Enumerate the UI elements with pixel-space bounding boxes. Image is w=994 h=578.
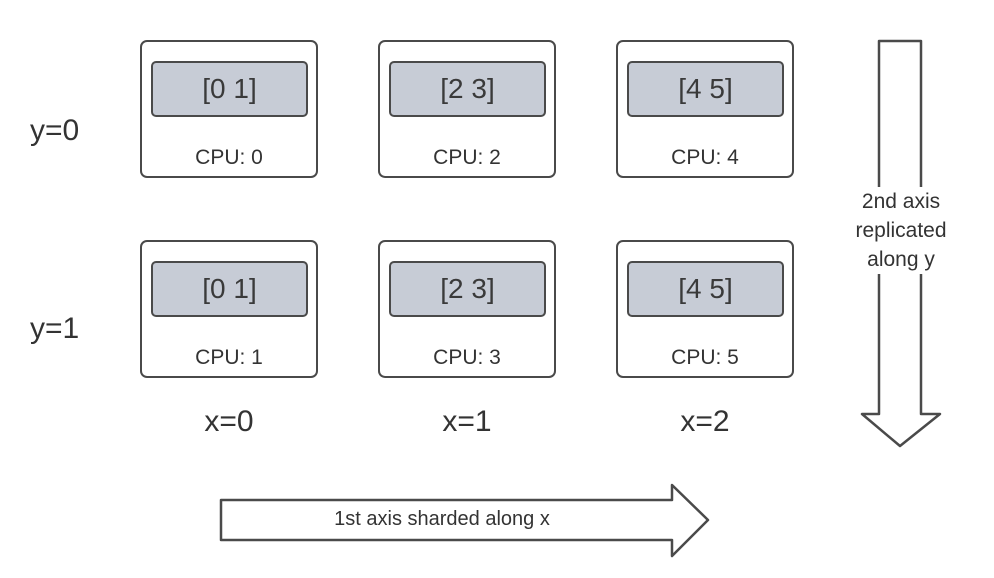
horizontal-arrow-label: 1st axis sharded along x	[334, 508, 550, 530]
col-label-x0: x=0	[204, 405, 254, 438]
device-box: [4 5] CPU: 4	[616, 40, 794, 178]
col-label-x2: x=2	[680, 405, 730, 438]
shard-box: [0 1]	[151, 261, 308, 317]
cpu-label: CPU: 0	[195, 146, 263, 169]
right-arrow-icon	[219, 483, 710, 558]
vertical-arrow-line: replicated	[855, 219, 947, 242]
cpu-label: CPU: 4	[671, 146, 739, 169]
row-label-y0: y=0	[30, 114, 80, 147]
shard-box: [0 1]	[151, 61, 308, 117]
shard-box: [2 3]	[389, 61, 546, 117]
cpu-label: CPU: 2	[433, 146, 501, 169]
shard-box: [4 5]	[627, 61, 784, 117]
shard-box: [4 5]	[627, 261, 784, 317]
row-label-y1: y=1	[30, 312, 80, 345]
cpu-label: CPU: 5	[671, 346, 739, 369]
vertical-arrow-line: along y	[867, 248, 935, 271]
cpu-label: CPU: 3	[433, 346, 501, 369]
shard-box: [2 3]	[389, 261, 546, 317]
cpu-label: CPU: 1	[195, 346, 263, 369]
vertical-arrow-line: 2nd axis	[861, 190, 941, 213]
device-box: [2 3] CPU: 2	[378, 40, 556, 178]
device-box: [4 5] CPU: 5	[616, 240, 794, 378]
col-label-x1: x=1	[442, 405, 492, 438]
device-box: [0 1] CPU: 0	[140, 40, 318, 178]
device-box: [0 1] CPU: 1	[140, 240, 318, 378]
vertical-arrow-label: 2nd axis replicated along y	[840, 187, 962, 274]
device-box: [2 3] CPU: 3	[378, 240, 556, 378]
